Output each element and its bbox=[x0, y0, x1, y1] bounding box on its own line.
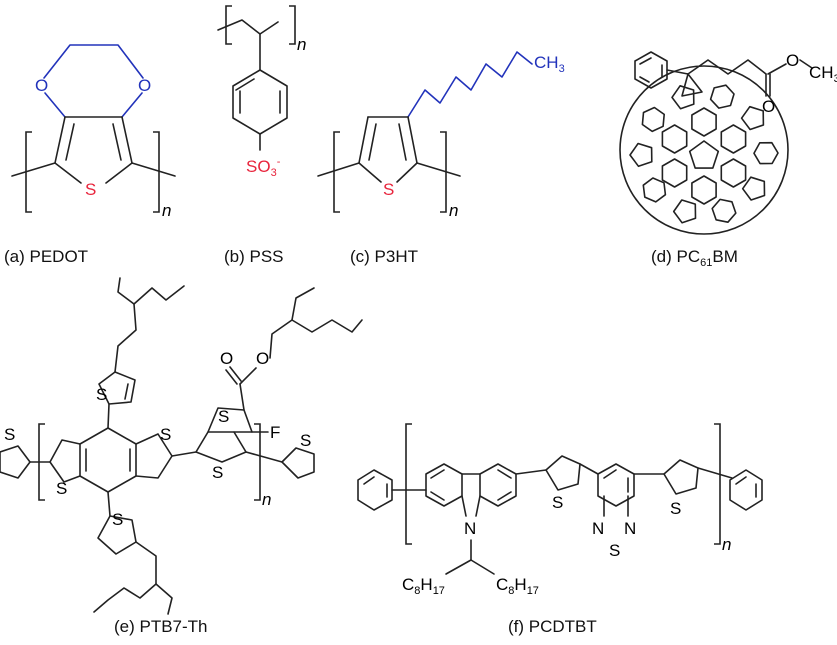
pss-bracket-right bbox=[289, 5, 296, 45]
ptb7th-fluorine: F bbox=[270, 423, 280, 442]
pcdtbt-bracket-left bbox=[405, 423, 412, 545]
fullerene-ring bbox=[691, 175, 717, 205]
fullerene-ring bbox=[711, 198, 737, 223]
fullerene-ring bbox=[688, 140, 720, 169]
ptb7th-repeat-n: n bbox=[262, 490, 271, 509]
fullerene-ring bbox=[753, 141, 779, 165]
pss-bracket-left bbox=[225, 5, 232, 45]
svg-text:S: S bbox=[112, 510, 123, 529]
pcdtbt-octyl-right: C8H17 bbox=[496, 575, 539, 597]
fullerene-ring bbox=[661, 158, 688, 188]
pcdtbt-right-phenyl bbox=[729, 469, 763, 511]
pcbm-methyl: CH3 bbox=[809, 63, 837, 85]
caption-pss: (b) PSS bbox=[224, 247, 284, 266]
ptb7th-left-thiophene bbox=[0, 445, 31, 479]
pcdtbt-bracket-right bbox=[714, 423, 721, 545]
fullerene-ring bbox=[642, 177, 667, 203]
fullerene-ring bbox=[720, 158, 747, 188]
ptb7th-benzodithiophene-core bbox=[79, 427, 137, 493]
pcbm-fullerene-outline bbox=[619, 65, 789, 235]
structure-ptb7th: S S S S S S S F O O bbox=[0, 277, 363, 615]
caption-pcdtbt: (f) PCDTBT bbox=[508, 617, 597, 636]
pss-benzene bbox=[232, 69, 288, 135]
p3ht-repeat-n: n bbox=[449, 201, 458, 220]
pedot-sulfur: S bbox=[85, 180, 96, 199]
pcdtbt-thiophene-2 bbox=[663, 459, 699, 495]
svg-text:S: S bbox=[160, 425, 171, 444]
pedot-bracket-left bbox=[25, 131, 32, 213]
ptb7th-bottom-thiophene bbox=[97, 515, 137, 555]
svg-text:S: S bbox=[300, 431, 311, 450]
pcbm-phenyl bbox=[634, 51, 668, 89]
p3ht-hexyl-chain bbox=[407, 51, 533, 118]
p3ht-bracket-left bbox=[333, 131, 340, 213]
ptb7th-top-alkyl-chain bbox=[114, 285, 185, 373]
ptb7th-bracket-right bbox=[254, 423, 261, 501]
pss-repeat-n: n bbox=[297, 35, 306, 54]
pedot-bracket-right bbox=[153, 131, 160, 213]
p3ht-bracket-right bbox=[440, 131, 447, 213]
structure-pcdtbt: N C8H17 C8H17 S N N S S n bbox=[357, 423, 763, 597]
svg-text:S: S bbox=[56, 479, 67, 498]
p3ht-sulfur: S bbox=[383, 180, 394, 199]
fullerene-ring bbox=[641, 106, 666, 133]
structure-p3ht: CH3 S n bbox=[317, 51, 565, 220]
svg-text:S: S bbox=[96, 385, 107, 404]
svg-text:S: S bbox=[212, 463, 223, 482]
svg-text:S: S bbox=[609, 541, 620, 560]
pcbm-carbonyl-oxygen: O bbox=[762, 97, 775, 116]
p3ht-methyl: CH3 bbox=[534, 53, 565, 75]
fullerene-ring bbox=[671, 85, 695, 110]
caption-ptb7th: (e) PTB7-Th bbox=[114, 617, 208, 636]
svg-text:O: O bbox=[256, 349, 269, 368]
fullerene-ring bbox=[691, 107, 717, 137]
svg-text:S: S bbox=[670, 499, 681, 518]
pcdtbt-benzothiadiazole bbox=[597, 463, 635, 507]
pcbm-fullerene-cage bbox=[629, 84, 779, 224]
fullerene-ring bbox=[720, 124, 747, 154]
fullerene-ring bbox=[661, 124, 688, 154]
pcdtbt-left-phenyl bbox=[357, 469, 393, 511]
svg-text:O: O bbox=[220, 349, 233, 368]
pcdtbt-nitrogen: N bbox=[464, 519, 476, 538]
svg-text:N: N bbox=[592, 519, 604, 538]
fullerene-ring bbox=[672, 199, 697, 224]
structure-pedot: O O S n bbox=[11, 44, 176, 220]
fullerene-ring bbox=[709, 84, 735, 109]
pcdtbt-octyl-left: C8H17 bbox=[402, 575, 445, 597]
pedot-oxygen-right: O bbox=[138, 76, 151, 95]
ptb7th-top-thiophene bbox=[98, 371, 136, 405]
pedot-ethylenedioxy bbox=[43, 44, 144, 79]
pcdtbt-repeat-n: n bbox=[722, 535, 731, 554]
pcbm-butyrate-chain bbox=[687, 59, 767, 75]
caption-pedot: (a) PEDOT bbox=[4, 247, 88, 266]
structure-pss: SO3- n bbox=[217, 5, 306, 179]
fullerene-ring bbox=[740, 105, 765, 131]
pcbm-ester-oxygen: O bbox=[786, 51, 799, 70]
ptb7th-right-thiophene bbox=[281, 447, 315, 479]
structure-pc61bm: O O CH3 bbox=[619, 51, 837, 235]
ptb7th-ester-alkyl-chain bbox=[269, 319, 363, 359]
ptb7th-bottom-alkyl-chain bbox=[93, 541, 157, 613]
pedot-repeat-n: n bbox=[162, 201, 171, 220]
fullerene-ring bbox=[629, 142, 653, 168]
pss-sulfonate: SO3- bbox=[246, 156, 281, 179]
ptb7th-thienothiophene bbox=[195, 431, 247, 463]
ptb7th-bracket-left bbox=[38, 423, 45, 501]
svg-text:S: S bbox=[218, 407, 229, 426]
caption-p3ht: (c) P3HT bbox=[350, 247, 418, 266]
pcdtbt-thiophene-1 bbox=[545, 455, 581, 491]
fullerene-ring bbox=[741, 176, 766, 201]
svg-text:S: S bbox=[4, 425, 15, 444]
pedot-oxygen-left: O bbox=[35, 76, 48, 95]
caption-pc61bm: (d) PC61BM bbox=[651, 247, 738, 269]
pss-backbone bbox=[217, 19, 279, 35]
pcbm-cyclopropane bbox=[681, 73, 703, 97]
svg-text:N: N bbox=[624, 519, 636, 538]
svg-text:S: S bbox=[552, 493, 563, 512]
